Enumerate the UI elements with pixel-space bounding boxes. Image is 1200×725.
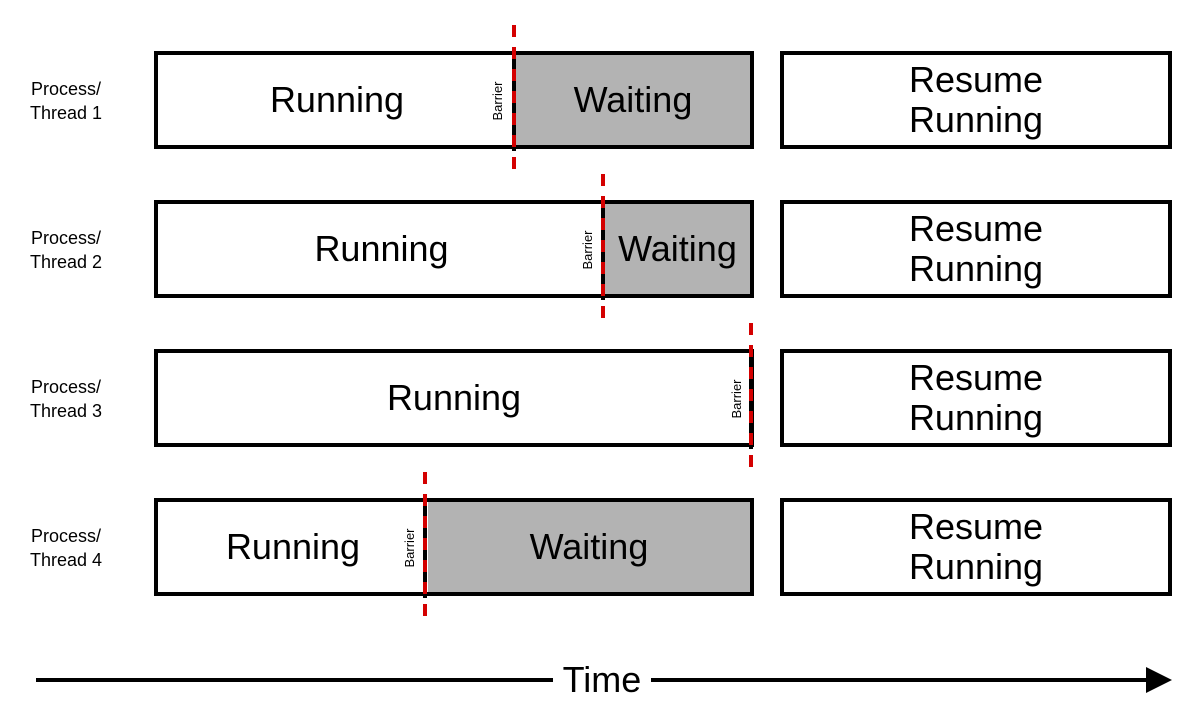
thread-1-barrier-line — [512, 25, 516, 177]
thread-2-barrier-label: Barrier — [580, 230, 595, 270]
thread-2-waiting-segment: Waiting — [605, 204, 750, 294]
thread-2-label-line2: Thread 2 — [29, 252, 103, 272]
thread-2-running-segment: Running — [158, 204, 605, 294]
thread-2-resume-line1: Resume — [908, 208, 1044, 249]
thread-4-label-line1: Process/ — [30, 526, 102, 546]
thread-3-barrier-line — [749, 323, 753, 475]
thread-3-label-line2: Thread 3 — [29, 401, 103, 421]
thread-1-label-line1: Process/ — [30, 79, 102, 99]
thread-1-running-label: Running — [269, 79, 405, 120]
thread-4-lane: Process/ Thread 4 Running Waiting Barrie… — [0, 472, 1200, 624]
thread-1-resume-line1: Resume — [908, 59, 1044, 100]
thread-1-lane: Process/ Thread 1 Running Waiting Barrie… — [0, 25, 1200, 177]
thread-3-running-label: Running — [386, 377, 522, 418]
thread-1-running-segment: Running — [158, 55, 516, 145]
thread-3-running-segment: Running — [158, 353, 750, 443]
thread-3-label: Process/ Thread 3 — [10, 375, 122, 423]
thread-2-lane: Process/ Thread 2 Running Waiting Barrie… — [0, 174, 1200, 326]
thread-4-resume-line2: Running — [908, 546, 1044, 587]
time-axis: Time — [0, 650, 1200, 710]
thread-1-label-line2: Thread 1 — [29, 103, 103, 123]
thread-2-resume-line2: Running — [908, 248, 1044, 289]
thread-4-resume-box: Resume Running — [780, 498, 1172, 596]
thread-4-resume-line1: Resume — [908, 506, 1044, 547]
thread-4-running-label: Running — [225, 526, 361, 567]
thread-4-waiting-segment: Waiting — [428, 502, 750, 592]
thread-2-running-label: Running — [314, 228, 449, 269]
thread-3-resume-line1: Resume — [908, 357, 1044, 398]
thread-1-waiting-segment: Waiting — [516, 55, 750, 145]
thread-4-running-segment: Running — [158, 502, 428, 592]
thread-3-resume-line2: Running — [908, 397, 1044, 438]
thread-2-resume-box: Resume Running — [780, 200, 1172, 298]
thread-1-label: Process/ Thread 1 — [10, 77, 122, 125]
thread-2-barrier-line — [601, 174, 605, 326]
thread-2-label-line1: Process/ — [30, 228, 102, 248]
thread-4-barrier-line — [423, 472, 427, 624]
thread-4-label-line2: Thread 4 — [29, 550, 103, 570]
thread-1-timeline: Running Waiting — [154, 51, 754, 149]
thread-1-resume-box: Resume Running — [780, 51, 1172, 149]
thread-3-lane: Process/ Thread 3 Running Barrier Resume… — [0, 323, 1200, 475]
thread-1-resume-line2: Running — [908, 99, 1044, 140]
thread-4-barrier-label: Barrier — [402, 528, 417, 568]
time-axis-label: Time — [553, 660, 651, 700]
thread-3-label-line1: Process/ — [30, 377, 102, 397]
thread-2-timeline: Running Waiting — [154, 200, 754, 298]
thread-3-timeline: Running — [154, 349, 754, 447]
thread-4-timeline: Running Waiting — [154, 498, 754, 596]
thread-3-barrier-label: Barrier — [729, 379, 744, 419]
thread-1-barrier-label: Barrier — [490, 81, 505, 121]
thread-2-label: Process/ Thread 2 — [10, 226, 122, 274]
thread-3-resume-box: Resume Running — [780, 349, 1172, 447]
thread-4-label: Process/ Thread 4 — [10, 524, 122, 572]
thread-2-waiting-label: Waiting — [618, 228, 737, 269]
thread-4-waiting-label: Waiting — [529, 526, 649, 567]
thread-1-waiting-label: Waiting — [573, 79, 693, 120]
